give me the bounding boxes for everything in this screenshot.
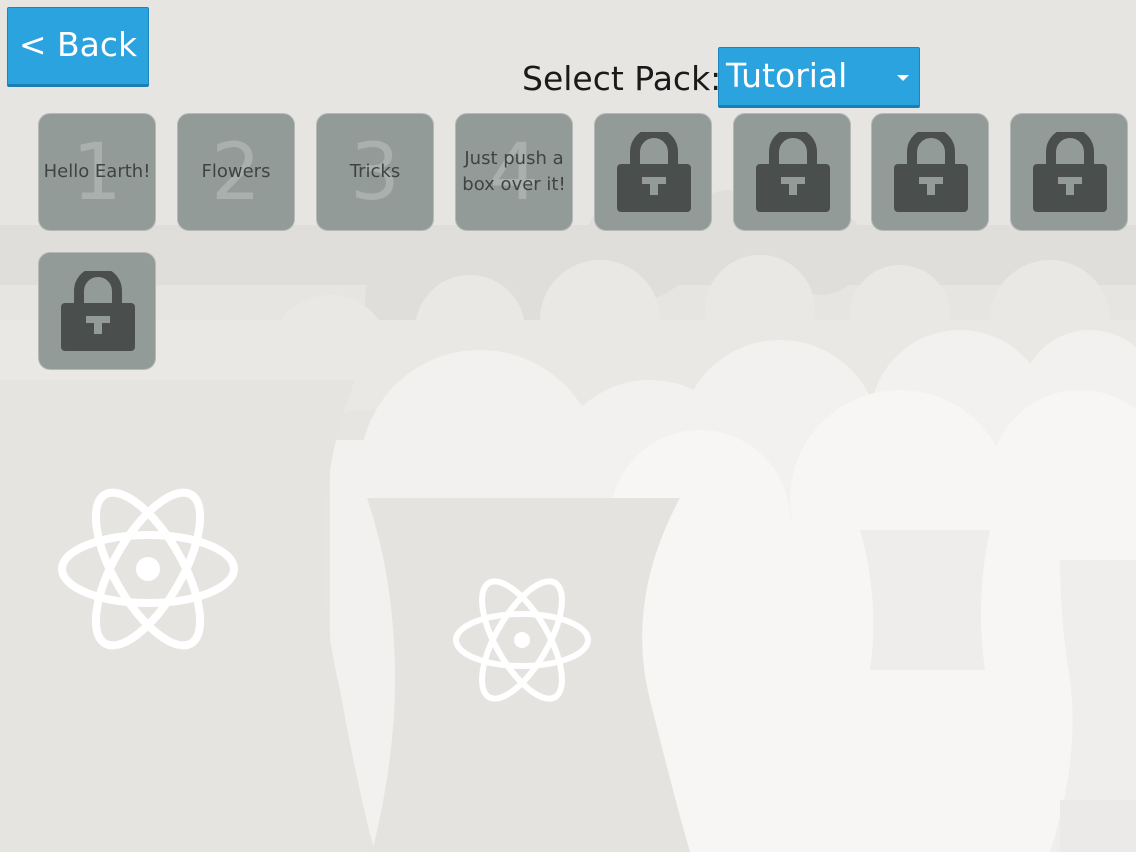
level-number: 2: [211, 128, 261, 218]
level-tile-locked[interactable]: [733, 113, 851, 231]
level-name: Just push a box over it!: [462, 148, 566, 195]
cooling-tower-large: [0, 380, 375, 852]
level-tile-locked[interactable]: [594, 113, 712, 231]
atom-icon: [58, 488, 238, 650]
level-number: 3: [350, 128, 400, 218]
lock-icon: [61, 271, 135, 351]
atom-icon: [453, 578, 591, 702]
level-name: Hello Earth!: [43, 161, 151, 182]
level-number: 1: [72, 128, 122, 218]
level-number: 4: [489, 128, 539, 218]
select-pack-label: Select Pack:: [522, 59, 722, 98]
level-tile-locked[interactable]: [1010, 113, 1128, 231]
level-tile-4[interactable]: 4 Just push a box over it!: [455, 113, 573, 231]
lock-icon: [894, 132, 968, 212]
lock-icon: [756, 132, 830, 212]
pack-select-dropdown[interactable]: Tutorial: [718, 47, 920, 108]
level-tile-3[interactable]: 3 Tricks: [316, 113, 434, 231]
level-tile-locked[interactable]: [871, 113, 989, 231]
level-name: Flowers: [201, 161, 271, 182]
lock-icon: [617, 132, 691, 212]
back-button[interactable]: < Back: [7, 7, 149, 87]
level-tile-locked[interactable]: [38, 252, 156, 370]
chevron-down-icon: [897, 75, 909, 81]
level-tile-1[interactable]: 1 Hello Earth!: [38, 113, 156, 231]
level-tile-2[interactable]: 2 Flowers: [177, 113, 295, 231]
pack-select-value: Tutorial: [726, 56, 848, 95]
lock-icon: [1033, 132, 1107, 212]
level-name: Tricks: [349, 161, 401, 182]
